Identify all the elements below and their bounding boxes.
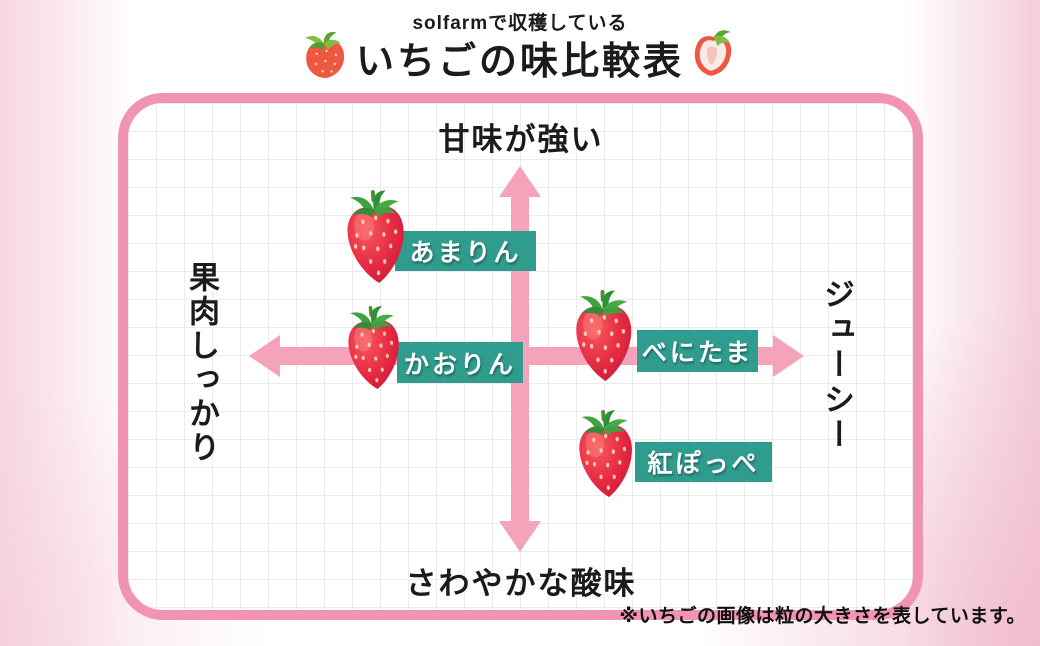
axis-label-sour: さわやかな酸味 — [405, 566, 637, 601]
cut-strawberry-icon — [694, 30, 732, 76]
axis-label-firm: 果肉しっかり — [184, 261, 219, 465]
axis-label-juicy: ジューシー — [819, 278, 854, 453]
strawberry-photo-amarin — [340, 187, 413, 287]
variety-label-amarin: あまりん — [395, 231, 536, 271]
footnote: ※いちごの画像は粒の大きさを表しています。 — [619, 606, 1026, 627]
strawberry-photo-benihoppe — [572, 407, 640, 501]
axis-label-sweet: 甘味が強い — [438, 122, 604, 157]
variety-label-benihoppe: 紅ぽっぺ — [635, 442, 772, 482]
whole-strawberry-icon — [305, 32, 345, 78]
page-subtitle: solfarmで収穫している — [412, 13, 628, 34]
variety-label-benitama: べにたま — [637, 330, 758, 372]
strawberry-photo-kaorin — [340, 303, 407, 394]
strawberry-photo-benitama — [569, 288, 638, 384]
variety-label-kaorin: かおりん — [397, 342, 523, 383]
page-title: いちごの味比較表 — [355, 41, 685, 83]
